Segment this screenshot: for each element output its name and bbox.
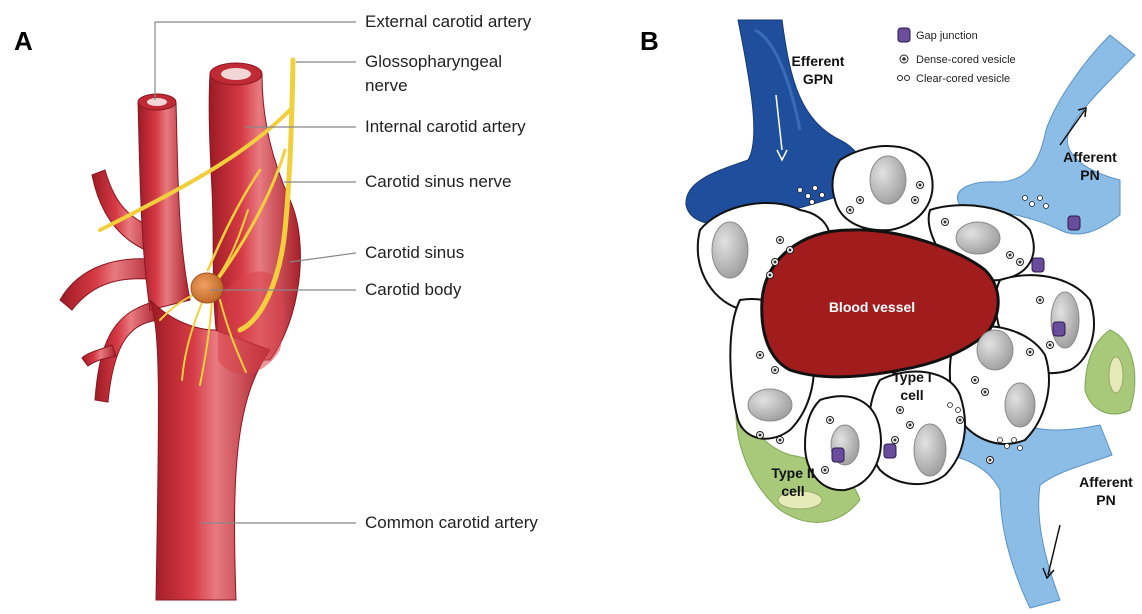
type-ii-nucleus-right [1109, 357, 1123, 393]
legend-gap-junction: Gap junction [916, 30, 978, 42]
label-carotid-sinus-nerve: Carotid sinus nerve [365, 172, 511, 191]
label-carotid-body: Carotid body [365, 280, 462, 299]
panel-a: A [14, 12, 538, 600]
legend: Gap junction Dense-cored vesicle Clear-c… [898, 28, 1016, 85]
label-afferent-bottom-1: Afferent [1079, 474, 1133, 490]
legend-clear-cored: Clear-cored vesicle [916, 73, 1010, 85]
label-external-carotid: External carotid artery [365, 12, 532, 31]
label-common-carotid: Common carotid artery [365, 513, 538, 532]
carotid-body [191, 273, 223, 303]
panel-b-letter: B [640, 26, 659, 56]
label-type-i-1: Type I [892, 369, 931, 385]
label-type-ii-1: Type II [771, 465, 814, 481]
label-internal-carotid: Internal carotid artery [365, 117, 526, 136]
label-efferent-1: Efferent [792, 53, 845, 69]
label-carotid-sinus: Carotid sinus [365, 243, 464, 262]
label-afferent-top-1: Afferent [1063, 149, 1117, 165]
legend-gap-junction-icon [898, 28, 910, 42]
label-afferent-top-2: PN [1080, 167, 1099, 183]
blood-vessel-label: Blood vessel [829, 299, 915, 315]
legend-dense-cored: Dense-cored vesicle [916, 54, 1016, 66]
panel-a-labels: External carotid artery Glossopharyngeal… [365, 12, 538, 532]
carotid-arteries [60, 63, 300, 600]
legend-clear-vesicle-icon [898, 76, 903, 81]
panel-b: B Blood vessel [640, 20, 1135, 608]
label-afferent-bottom-2: PN [1096, 492, 1115, 508]
label-glossopharyngeal-1: Glossopharyngeal [365, 52, 502, 71]
label-efferent-2: GPN [803, 71, 833, 87]
label-type-i-2: cell [900, 387, 923, 403]
panel-a-letter: A [14, 26, 33, 56]
label-glossopharyngeal-2: nerve [365, 76, 408, 95]
label-type-ii-2: cell [781, 483, 804, 499]
